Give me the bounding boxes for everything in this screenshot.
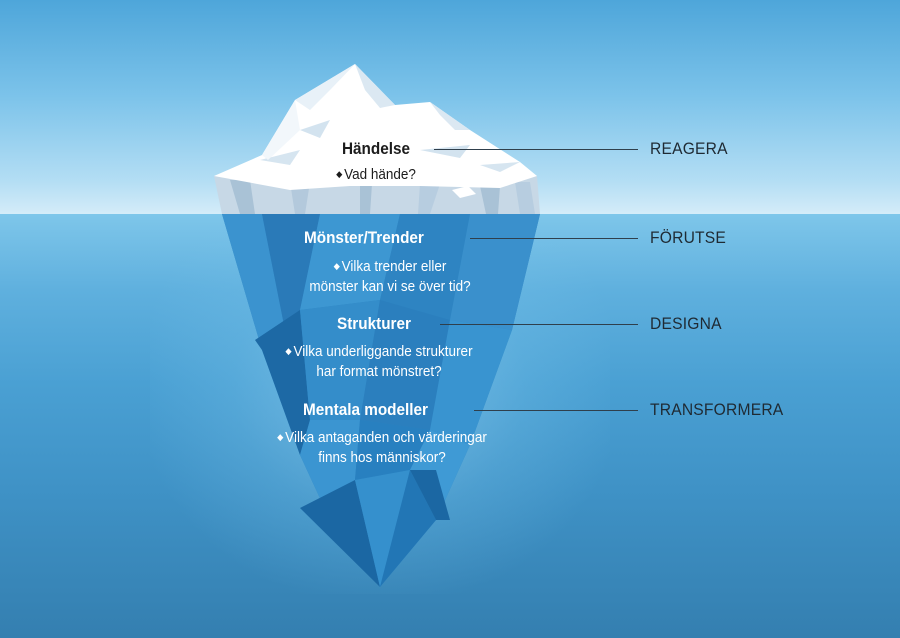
- iceberg-underwater-part: [222, 214, 540, 587]
- bullet-icon: ◆: [333, 261, 340, 271]
- level-question-handelse: ◆Vad hände?: [326, 164, 427, 185]
- question-line: mönster kan vi se över tid?: [309, 278, 471, 295]
- leader-line-strukturer: [440, 324, 638, 325]
- question-line: Vilka antaganden och värderingar: [285, 429, 487, 446]
- level-title-handelse: Händelse: [342, 139, 411, 158]
- level-question-strukturer: ◆Vilka underliggande strukturer har form…: [258, 341, 501, 382]
- question-line: Vad hände?: [344, 166, 416, 183]
- question-line: Vilka underliggande strukturer: [293, 343, 473, 360]
- iceberg-snow-top: [214, 64, 537, 190]
- leader-line-monster: [470, 238, 638, 239]
- bullet-icon: ◆: [277, 432, 284, 442]
- action-label-transformera: TRANSFORMERA: [650, 400, 784, 419]
- question-line: Vilka trender eller: [341, 258, 447, 275]
- level-title-mentala-modeller: Mentala modeller: [303, 400, 428, 419]
- question-line: har format mönstret?: [316, 363, 442, 380]
- level-question-monster-trender: ◆Vilka trender eller mönster kan vi se ö…: [282, 256, 498, 297]
- action-label-designa: DESIGNA: [650, 314, 722, 333]
- question-line: finns hos människor?: [318, 449, 446, 466]
- action-label-forutse: FÖRUTSE: [650, 228, 727, 247]
- bullet-icon: ◆: [285, 346, 292, 356]
- level-title-strukturer: Strukturer: [337, 314, 411, 333]
- level-title-monster-trender: Mönster/Trender: [304, 228, 424, 247]
- action-label-reagera: REAGERA: [650, 139, 728, 158]
- leader-line-handelse: [434, 149, 638, 150]
- leader-line-mentala: [474, 410, 638, 411]
- bullet-icon: ◆: [336, 169, 343, 179]
- level-question-mentala-modeller: ◆Vilka antaganden och värderingar finns …: [247, 427, 517, 468]
